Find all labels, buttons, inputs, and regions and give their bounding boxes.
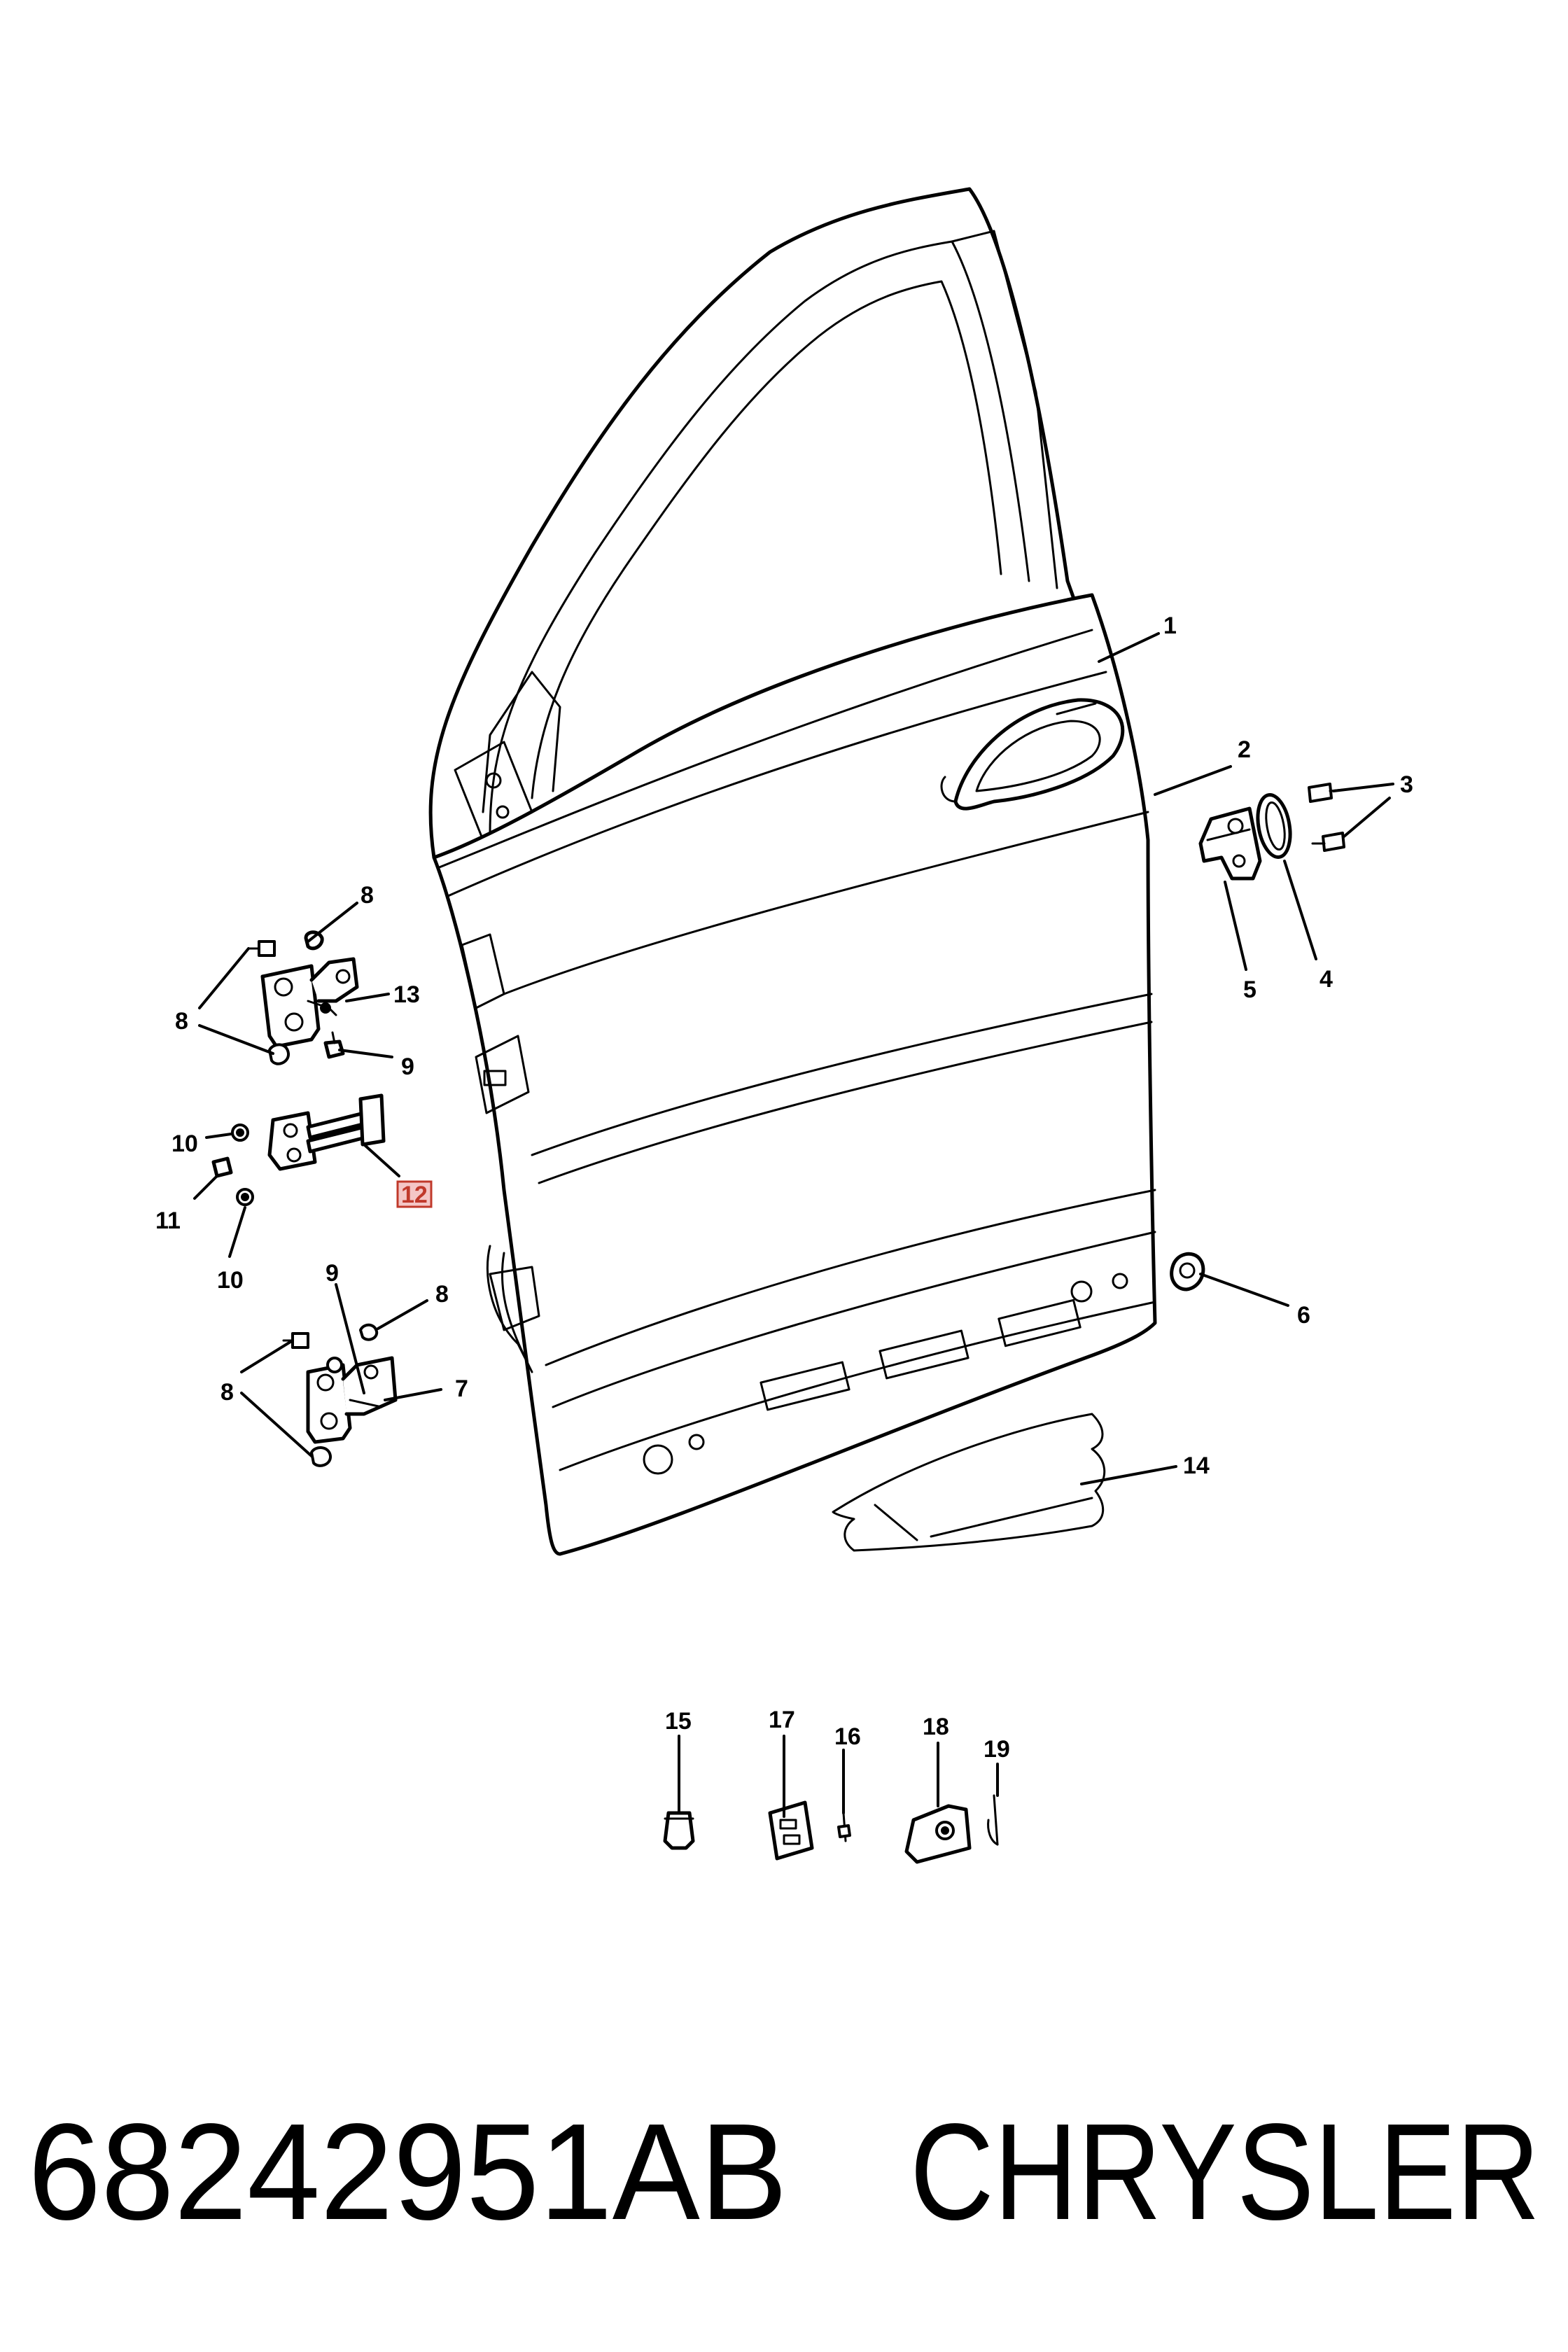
striker-screw-lower [1311,832,1345,852]
door-striker [1198,806,1262,881]
hinge-reinforcement-plate [768,1800,814,1861]
callout-9-upper: 9 [401,1054,414,1080]
check-strap-nut-top [231,1124,249,1142]
upper-hinge [260,957,359,1049]
striker-spacer [1256,793,1292,859]
upper-hinge-bolt-bottom [268,1043,290,1065]
lower-hinge-pin-clip [326,1357,343,1373]
callout-18: 18 [923,1714,949,1740]
upper-hinge-pin-clip [323,1031,345,1059]
callout-12: 12 [401,1182,428,1208]
callout-7: 7 [455,1376,468,1402]
callout-10-upper: 10 [172,1130,198,1157]
check-strap-nut-bottom [236,1188,254,1206]
upper-hinge-bolt-top [247,940,276,957]
drain-plug [1170,1252,1205,1292]
callout-4: 4 [1320,966,1333,993]
callout-12-highlight-box [396,1180,433,1208]
callout-9-lower: 9 [326,1260,339,1287]
water-shield [832,1413,1106,1552]
lower-hinge-bolt-top [282,1332,309,1349]
rivet-nut [663,1811,695,1850]
callout-15: 15 [665,1708,692,1735]
callout-8-upper-top: 8 [360,882,374,909]
callout-10-lower: 10 [217,1267,244,1294]
callout-8-lower-top: 8 [435,1281,449,1308]
lower-hinge [306,1356,398,1444]
upper-hinge-nut [304,930,324,951]
check-strap-bolt [211,1156,233,1178]
callout-8-lower-left: 8 [220,1379,234,1406]
callout-1: 1 [1163,612,1177,639]
callout-14: 14 [1183,1452,1210,1479]
callout-2: 2 [1238,736,1251,763]
lower-hinge-bolt-bottom [310,1446,332,1467]
callout-5: 5 [1243,976,1256,1003]
striker-screw-upper [1308,783,1345,803]
part-number: 68242951AB [28,2095,788,2248]
callout-16: 16 [834,1723,861,1750]
callout-19: 19 [983,1736,1010,1763]
door-check-strap [267,1093,386,1171]
callout-6: 6 [1297,1302,1310,1329]
callout-17: 17 [769,1707,795,1733]
callout-3: 3 [1400,771,1413,798]
callout-11: 11 [155,1208,181,1234]
leader-lines [193,632,1394,1818]
lower-hinge-nut [359,1323,379,1341]
retainer-clip [987,1794,999,1846]
plate-screw [837,1812,851,1842]
callout-13: 13 [393,981,420,1008]
front-door-shell [428,187,1157,1556]
callout-8-upper-left: 8 [175,1008,188,1035]
callout-labels: 1 2 3 4 5 6 7 8 8 8 8 9 9 10 10 11 12 13… [155,612,1413,1763]
check-reinforcement-plate [904,1804,972,1864]
brand-name: CHRYSLER [910,2095,1540,2248]
footer: 68242951AB CHRYSLER [28,2095,1540,2248]
